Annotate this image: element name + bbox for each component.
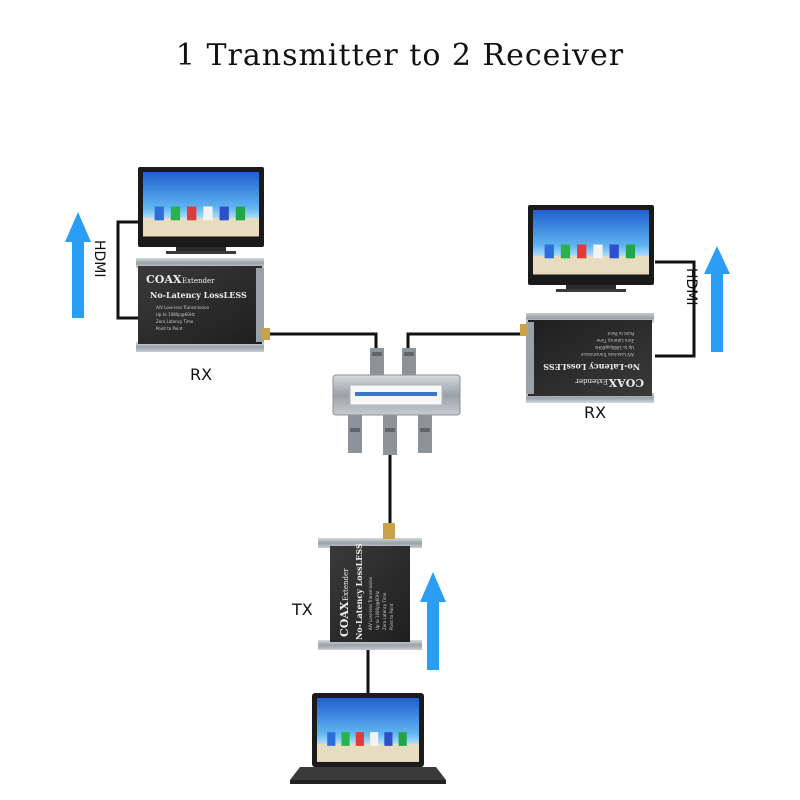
device-brand-suffix: Extender	[575, 377, 608, 385]
device-brand: COAX	[608, 376, 644, 389]
device-brand-suffix: Extender	[342, 568, 350, 601]
device-tagline: No-Latency LossLESS	[150, 290, 247, 300]
up-arrow-icon	[420, 572, 446, 670]
device-brand: COAX	[146, 273, 182, 286]
cables	[116, 220, 696, 693]
diagram-title: 1 Transmitter to 2 Receiver	[175, 38, 625, 73]
laptop-icon	[290, 693, 446, 784]
rx-label-right: RX	[584, 403, 606, 422]
device-feature: A/V Loss-less Transmission	[368, 576, 373, 630]
tv-icon	[138, 167, 264, 254]
device-feature: Point to Point	[156, 326, 183, 331]
hdmi-label-left: HDMI	[91, 240, 107, 278]
device-brand: COAX	[338, 601, 351, 637]
device-feature: Up to 1080p@60Hz	[595, 345, 634, 350]
hdmi-cable-left	[116, 220, 140, 320]
splitter-icon	[332, 348, 461, 455]
device-feature: A/V Loss-less Transmission	[580, 352, 634, 357]
rx-device-right: COAX Extender No-Latency LossLESS A/V Lo…	[520, 313, 654, 403]
tv-icon	[528, 205, 654, 292]
device-tagline: No-Latency LossLESS	[354, 543, 364, 640]
coax-cable-left	[268, 332, 378, 350]
hdmi-cable-right	[655, 260, 696, 358]
rx-device-left: COAX Extender No-Latency LossLESS A/V Lo…	[136, 258, 270, 352]
device-feature: A/V Loss-less Transmission	[156, 305, 210, 310]
up-arrow-icon	[704, 246, 730, 352]
device-feature: Zero Latency Time	[382, 592, 387, 630]
device-feature: Point to Point	[607, 331, 634, 336]
tx-device: COAX Extender No-Latency LossLESS A/V Lo…	[318, 523, 422, 650]
device-feature: Zero Latency Time	[596, 338, 634, 343]
coax-cable-right	[406, 332, 520, 350]
rx-label-left: RX	[190, 365, 212, 384]
device-feature: Zero Latency Time	[156, 319, 194, 324]
device-feature: Up to 1080p@60Hz	[156, 312, 195, 317]
device-brand-suffix: Extender	[182, 277, 215, 285]
hdmi-label-right: HDMI	[683, 268, 699, 306]
coax-connector	[383, 523, 395, 539]
device-feature: Up to 1080p@60Hz	[375, 591, 380, 630]
coax-connector	[520, 324, 528, 336]
tx-label: TX	[291, 600, 313, 619]
up-arrow-icon	[65, 212, 91, 318]
coax-connector	[262, 328, 270, 340]
device-feature: Point to Point	[389, 603, 394, 630]
device-tagline: No-Latency LossLESS	[543, 362, 640, 372]
